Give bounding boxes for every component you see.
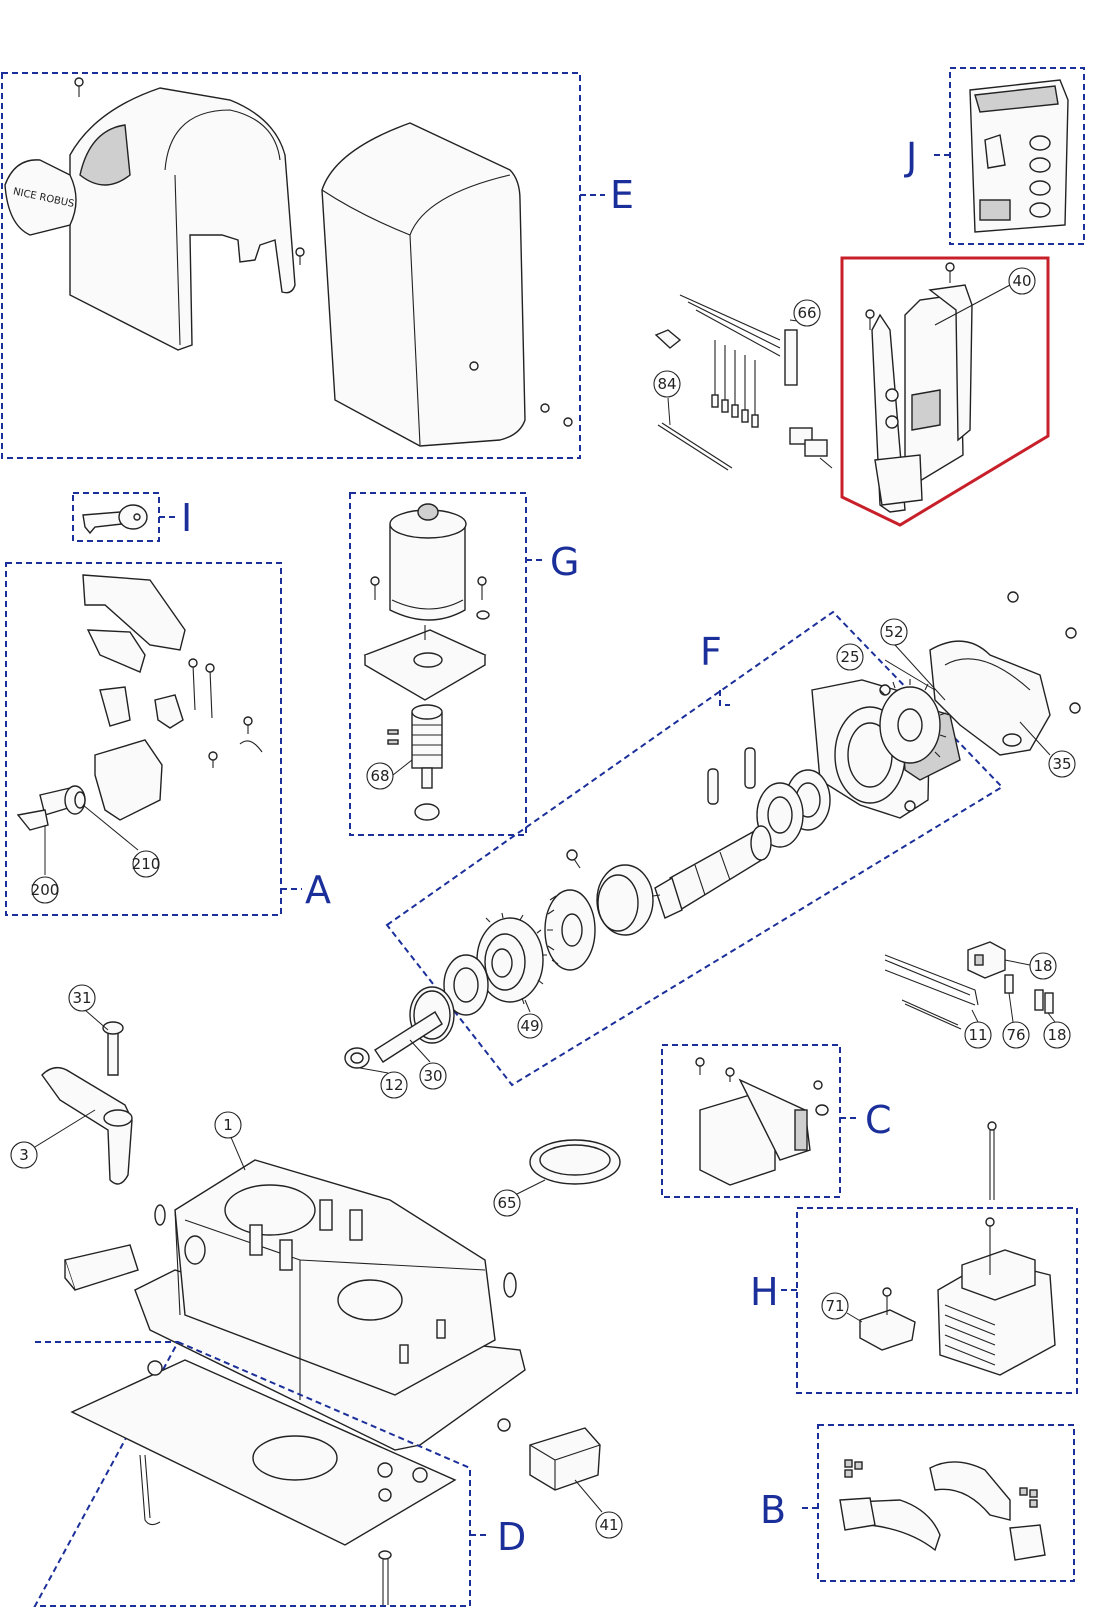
callout-31: 31 [72, 989, 91, 1007]
callout-71: 71 [825, 1297, 844, 1315]
callout-1: 1 [223, 1116, 233, 1134]
callout-35: 35 [1052, 755, 1071, 773]
terminal-cover: 41 [529, 1427, 623, 1539]
callout-40: 40 [1012, 272, 1031, 290]
group-i-label: I [181, 496, 192, 540]
callout-210: 210 [132, 855, 161, 873]
drive-gear-and-cap: 25 52 35 [836, 591, 1081, 778]
main-housing: 1 [64, 1111, 526, 1451]
group-g-label: G [550, 540, 579, 584]
callout-84: 84 [657, 375, 676, 393]
group-a-frame [5, 562, 282, 916]
group-d-label: D [497, 1515, 526, 1559]
group-f-label: F [700, 630, 722, 674]
limit-switch-parts: 18 11 76 18 [884, 941, 1071, 1049]
callout-68: 68 [370, 767, 389, 785]
group-d-frame [33, 1340, 471, 1607]
callout-25: 25 [840, 648, 859, 666]
seal-ring: 65 [493, 1139, 621, 1217]
callout-3: 3 [19, 1146, 29, 1164]
group-d: D [33, 1340, 526, 1607]
callout-52: 52 [884, 623, 903, 641]
group-j: J [904, 67, 1085, 245]
group-j-label: J [904, 135, 917, 179]
group-h-label: H [750, 1270, 779, 1314]
group-c-frame [661, 1044, 841, 1198]
group-b-frame [817, 1424, 1075, 1582]
group-c: C [661, 1044, 892, 1198]
group-h-frame [796, 1207, 1078, 1394]
callout-65: 65 [497, 1194, 516, 1212]
group-a-label: A [305, 868, 331, 912]
release-handle: 31 3 [10, 984, 133, 1185]
group-e-label: E [610, 173, 634, 217]
callout-66: 66 [797, 304, 816, 322]
group-h: H 71 [750, 1121, 1078, 1394]
group-b-label: B [760, 1488, 786, 1532]
rear-cover [321, 122, 573, 447]
callout-18-top: 18 [1033, 957, 1052, 975]
callout-41: 41 [599, 1516, 618, 1534]
callout-200: 200 [31, 881, 60, 899]
callout-11: 11 [968, 1026, 987, 1044]
shaft-end-parts: 12 30 [344, 986, 455, 1099]
highlight-frame [840, 256, 1050, 527]
group-a: A 200 210 [5, 562, 331, 916]
wiring-harness: 66 84 [653, 294, 833, 471]
callout-76: 76 [1006, 1026, 1025, 1044]
group-g-frame [349, 492, 527, 836]
front-cover: NICE ROBUS [4, 77, 305, 351]
group-e-frame [1, 72, 581, 459]
group-i: I [72, 492, 192, 542]
group-e: E NICE ROBUS [1, 72, 634, 459]
group-f-frame [385, 610, 1004, 1087]
group-c-label: C [865, 1098, 892, 1142]
callout-18-bottom: 18 [1047, 1026, 1066, 1044]
highlighted-bracket-40[interactable]: 40 [840, 256, 1050, 527]
callout-12: 12 [384, 1076, 403, 1094]
callout-30: 30 [423, 1067, 442, 1085]
group-g: G 68 [349, 492, 579, 836]
group-b: B [760, 1424, 1075, 1582]
callout-49: 49 [520, 1017, 539, 1035]
